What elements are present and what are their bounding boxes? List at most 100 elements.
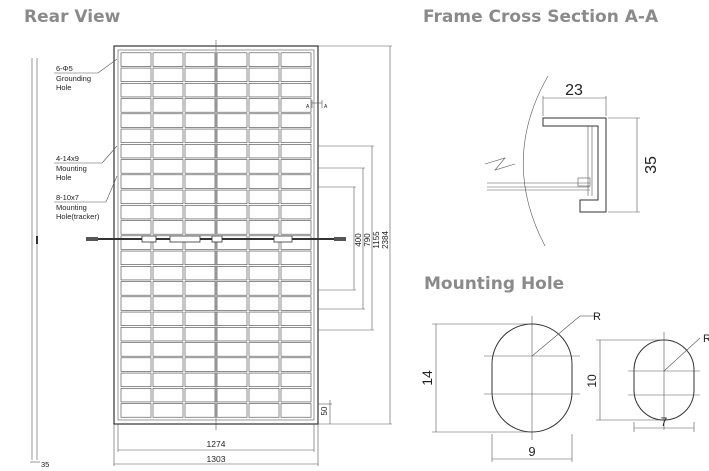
solar-cell xyxy=(248,220,280,235)
solar-cell xyxy=(280,387,312,403)
solar-cell xyxy=(248,235,280,250)
solar-cell xyxy=(216,67,248,83)
dim-2384: 2384 xyxy=(381,231,390,249)
cell-grid xyxy=(120,52,312,418)
solar-cell xyxy=(216,311,248,326)
solar-cell xyxy=(120,311,152,326)
solar-cell xyxy=(120,67,152,83)
solar-cell xyxy=(184,98,216,113)
section-marker-right: A xyxy=(324,104,328,110)
solar-cell xyxy=(152,52,184,67)
connector-left xyxy=(86,237,98,241)
svg-text:Mounting: Mounting xyxy=(56,164,87,173)
vertical-dimensions: 400 790 1155 2384 50 xyxy=(318,45,392,425)
solar-cell xyxy=(152,311,184,326)
solar-cell xyxy=(216,235,248,250)
junction-box-3 xyxy=(211,235,223,243)
hole-small-radius: R xyxy=(703,333,709,345)
solar-cell xyxy=(216,357,248,372)
solar-cell xyxy=(120,250,152,266)
solar-cell xyxy=(280,159,312,174)
solar-cell xyxy=(120,189,152,205)
dim-1303: 1303 xyxy=(207,454,226,464)
solar-cell xyxy=(280,205,312,220)
hole-small-width: 7 xyxy=(661,415,668,429)
solar-cell xyxy=(184,281,216,296)
solar-cell xyxy=(120,83,152,98)
solar-cell xyxy=(184,174,216,189)
dim-790: 790 xyxy=(363,233,372,247)
solar-cell xyxy=(152,174,184,189)
solar-cell xyxy=(280,113,312,128)
solar-cell xyxy=(248,403,280,418)
svg-text:Mounting: Mounting xyxy=(56,203,87,212)
solar-cell xyxy=(152,250,184,266)
solar-cell xyxy=(216,144,248,159)
solar-cell xyxy=(184,159,216,174)
solar-cell xyxy=(184,296,216,311)
solar-cell xyxy=(184,265,216,281)
solar-cell xyxy=(152,326,184,342)
solar-cell xyxy=(248,296,280,311)
solar-cell xyxy=(280,98,312,113)
solar-cell xyxy=(120,281,152,296)
solar-cell xyxy=(280,220,312,235)
solar-cell xyxy=(152,281,184,296)
solar-cell xyxy=(280,52,312,67)
solar-cell xyxy=(120,372,152,387)
solar-cell xyxy=(120,174,152,189)
solar-cell xyxy=(248,326,280,342)
break-arc xyxy=(522,75,549,247)
solar-cell xyxy=(248,67,280,83)
solar-cell xyxy=(184,311,216,326)
solar-cell xyxy=(184,52,216,67)
solar-cell xyxy=(152,67,184,83)
solar-cell xyxy=(120,220,152,235)
solar-cell xyxy=(152,342,184,357)
solar-cell xyxy=(248,250,280,266)
solar-cell xyxy=(248,159,280,174)
solar-cell xyxy=(216,220,248,235)
solar-cell xyxy=(248,83,280,98)
solar-cell xyxy=(280,296,312,311)
solar-cell xyxy=(216,265,248,281)
solar-cell xyxy=(216,83,248,98)
frame-cross-section: 23 35 xyxy=(484,75,660,247)
svg-text:Hole(tracker): Hole(tracker) xyxy=(56,212,100,221)
solar-cell xyxy=(216,326,248,342)
solar-cell xyxy=(120,98,152,113)
solar-cell xyxy=(152,159,184,174)
frame-profile xyxy=(542,117,607,213)
dim-50: 50 xyxy=(320,406,329,415)
solar-cell xyxy=(216,189,248,205)
solar-cell xyxy=(216,113,248,128)
junction-box-4 xyxy=(273,235,293,243)
solar-cell xyxy=(248,98,280,113)
solar-cell xyxy=(280,128,312,144)
solar-cell xyxy=(184,67,216,83)
rear-view-title: Rear View xyxy=(24,7,121,27)
solar-cell xyxy=(120,52,152,67)
frame-section-title: Frame Cross Section A-A xyxy=(423,7,659,27)
solar-cell xyxy=(248,113,280,128)
solar-cell xyxy=(216,296,248,311)
solar-cell xyxy=(216,128,248,144)
solar-cell xyxy=(280,174,312,189)
junction-box-2 xyxy=(169,235,201,243)
solar-cell xyxy=(152,128,184,144)
solar-cell xyxy=(120,205,152,220)
solar-cell xyxy=(152,144,184,159)
dim-1274: 1274 xyxy=(207,439,226,449)
solar-cell xyxy=(248,281,280,296)
solar-cell xyxy=(120,342,152,357)
solar-cell xyxy=(248,311,280,326)
solar-cell xyxy=(216,98,248,113)
solar-cell xyxy=(280,250,312,266)
solar-cell xyxy=(248,174,280,189)
connector-right xyxy=(334,237,346,241)
solar-cell xyxy=(216,174,248,189)
solar-cell xyxy=(216,403,248,418)
solar-cell xyxy=(120,128,152,144)
solar-cell xyxy=(152,296,184,311)
